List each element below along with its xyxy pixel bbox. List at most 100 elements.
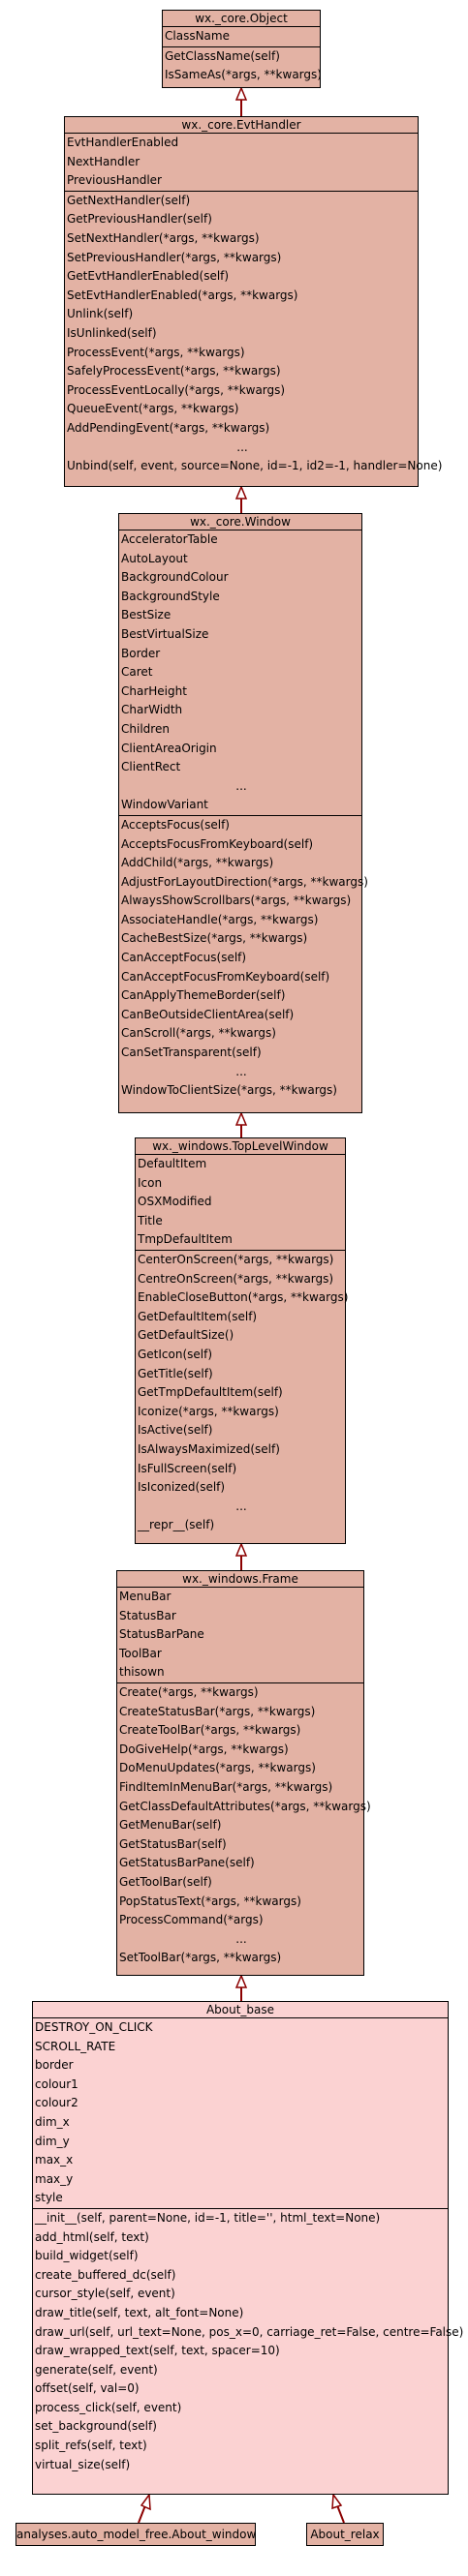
attribute: colour1 [35,2076,78,2091]
method: IsUnlinked(self) [67,325,157,340]
attribute: Title [138,1213,163,1227]
attribute: DefaultItem [138,1157,207,1170]
method: AlwaysShowScrollbars(*args, **kwargs) [121,894,352,908]
method: IsActive(self) [138,1423,213,1438]
class-window[interactable]: wx._core.Window AcceleratorTable AutoLay… [118,513,368,1113]
method: AcceptsFocus(self) [121,817,230,832]
link-toplevel-window [234,1111,248,1137]
class-toplevelwindow[interactable]: wx._windows.TopLevelWindow DefaultItem I… [135,1137,349,1544]
ellipsis: ... [235,1064,247,1078]
attribute: Children [121,721,170,736]
method: SetNextHandler(*args, **kwargs) [67,230,260,245]
method: WindowToClientSize(*args, **kwargs) [121,1083,337,1098]
method: GetStatusBar(self) [119,1836,227,1851]
attribute: colour2 [35,2096,78,2110]
method: CentreOnScreen(*args, **kwargs) [138,1271,334,1286]
method: GetToolBar(self) [119,1874,212,1889]
class-frame[interactable]: wx._windows.Frame MenuBar StatusBar Stat… [116,1570,371,1976]
attribute: Caret [121,665,153,680]
attribute: WindowVariant [121,798,208,812]
attribute: max_x [35,2153,74,2167]
method: CreateToolBar(*args, **kwargs) [119,1723,301,1738]
method: GetDefaultSize() [138,1328,234,1343]
method: DoGiveHelp(*args, **kwargs) [119,1742,289,1756]
method: GetClassName(self) [165,48,280,63]
method: SafelyProcessEvent(*args, **kwargs) [67,364,281,379]
method: create_buffered_dc(self) [35,2267,176,2282]
attribute: MenuBar [119,1590,172,1603]
method: CanAcceptFocusFromKeyboard(self) [121,969,330,984]
class-evthandler[interactable]: wx._core.EvtHandler EvtHandlerEnabled Ne… [64,116,442,487]
method: IsAlwaysMaximized(self) [138,1441,280,1456]
method: Unlink(self) [67,307,134,321]
class-title: wx._core.Object [163,11,320,27]
attribute: border [35,2058,74,2073]
attribute: NextHandler [67,154,140,168]
ellipsis: ... [235,1931,247,1946]
method: ProcessCommand(*args) [119,1913,264,1927]
method: IsIconized(self) [138,1480,226,1495]
attribute: dim_y [35,2134,70,2148]
method-list: AcceptsFocus(self) AcceptsFocusFromKeybo… [119,814,368,1101]
method: split_refs(self, text) [35,2439,147,2453]
method: GetEvtHandlerEnabled(self) [67,269,230,284]
method: SetToolBar(*args, **kwargs) [119,1951,282,1965]
class-about-window[interactable]: analyses.auto_model_free.About_window [16,2523,256,2546]
attribute: AutoLayout [121,551,188,565]
attribute: CharWidth [121,703,183,717]
attribute: ClassName [165,29,230,43]
method: QueueEvent(*args, **kwargs) [67,402,239,416]
method: IsFullScreen(self) [138,1461,237,1475]
method: CreateStatusBar(*args, **kwargs) [119,1704,316,1718]
attribute: dim_x [35,2114,70,2129]
method: GetTitle(self) [138,1366,213,1380]
method: __init__(self, parent=None, id=-1, title… [35,2210,381,2225]
link-window-evthandler [234,485,248,513]
method: GetIcon(self) [138,1347,213,1361]
method: set_background(self) [35,2419,157,2434]
class-title: wx._core.EvtHandler [65,117,418,134]
method: SetEvtHandlerEnabled(*args, **kwargs) [67,288,298,302]
method: EnableCloseButton(*args, **kwargs) [138,1290,349,1305]
attribute: PreviousHandler [67,173,162,188]
method: cursor_style(self, event) [35,2287,175,2301]
link-aboutwindow-aboutbase [138,2492,151,2524]
method: process_click(self, event) [35,2400,182,2414]
link-frame-toplevel [234,1542,248,1570]
method: __repr__(self) [138,1518,215,1532]
attribute: OSXModified [138,1195,212,1209]
method: DoMenuUpdates(*args, **kwargs) [119,1761,316,1775]
class-object[interactable]: wx._core.Object ClassName GetClassName(s… [162,10,322,88]
method: AcceptsFocusFromKeyboard(self) [121,836,314,851]
method: GetClassDefaultAttributes(*args, **kwarg… [119,1799,371,1813]
method: AddPendingEvent(*args, **kwargs) [67,420,270,435]
attribute: CharHeight [121,683,187,698]
attribute: max_y [35,2171,74,2186]
method: GetMenuBar(self) [119,1818,222,1833]
method: CacheBestSize(*args, **kwargs) [121,931,308,946]
method: FindItemInMenuBar(*args, **kwargs) [119,1779,333,1794]
attribute: AcceleratorTable [121,532,218,546]
method: Iconize(*args, **kwargs) [138,1404,279,1418]
method: PopStatusText(*args, **kwargs) [119,1894,301,1908]
method: Create(*args, **kwargs) [119,1684,259,1699]
method-list: GetNextHandler(self) GetPreviousHandler(… [65,190,442,476]
method: CanSetTransparent(self) [121,1046,262,1060]
attribute-list: AcceleratorTable AutoLayout BackgroundCo… [119,530,361,815]
attribute-list: DESTROY_ON_CLICK SCROLL_RATE border colo… [33,2018,448,2208]
class-about-relax[interactable]: About_relax [306,2523,384,2546]
attribute: Icon [138,1175,163,1190]
attribute-list: EvtHandlerEnabled NextHandler PreviousHa… [65,134,418,191]
method-list: Create(*args, **kwargs) CreateStatusBar(… [117,1682,371,1968]
method: CanApplyThemeBorder(self) [121,988,286,1003]
method: ProcessEvent(*args, **kwargs) [67,345,245,359]
attribute-list: MenuBar StatusBar StatusBarPane ToolBar … [117,1588,363,1682]
method: ProcessEventLocally(*args, **kwargs) [67,382,286,397]
attribute: Border [121,646,161,660]
class-title: wx._core.Window [119,514,361,530]
ellipsis: ... [235,1499,247,1513]
method: draw_wrapped_text(self, text, spacer=10) [35,2344,280,2358]
link-aboutbase-frame [234,1974,248,2001]
class-about-base[interactable]: About_base DESTROY_ON_CLICK SCROLL_RATE … [32,2001,463,2495]
